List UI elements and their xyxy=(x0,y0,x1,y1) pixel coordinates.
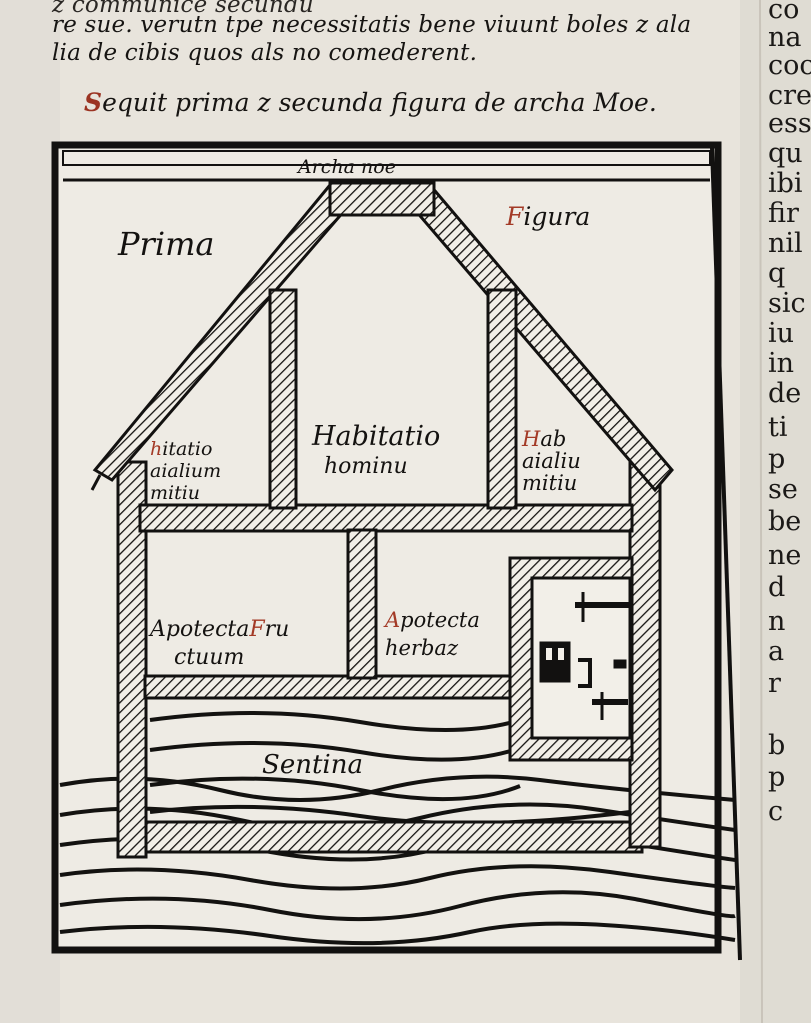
room-center-lower-line1: potecta xyxy=(400,608,480,632)
room-center-lower-initial: A xyxy=(385,608,401,632)
right-fragment: qu xyxy=(768,138,803,169)
right-fragment: ibi xyxy=(768,168,803,199)
room-right-upper-label: Hab aialiu mitiu xyxy=(522,428,581,494)
right-fragment: c xyxy=(768,796,784,827)
right-fragment: coc xyxy=(768,50,811,81)
room-left-upper-line1: itatio xyxy=(162,438,213,460)
right-fragment: d xyxy=(768,572,786,603)
right-fragment: nil xyxy=(768,228,803,259)
right-fragment: cre xyxy=(768,80,811,111)
prima-text: rima xyxy=(139,225,215,263)
room-right-upper-line1: ab xyxy=(540,427,567,451)
right-fragment: fir xyxy=(768,198,799,229)
post-upper-left xyxy=(268,288,298,510)
room-left-upper-line2: aialium xyxy=(150,460,222,482)
roof-ridge xyxy=(328,181,436,217)
post-upper-right xyxy=(486,288,518,510)
middle-floor-beam xyxy=(143,674,517,700)
sentina-label: Sentina xyxy=(262,752,363,778)
right-fragment: p xyxy=(768,762,786,793)
caption-initial: S xyxy=(84,88,103,117)
room-center-lower-line2: herbaz xyxy=(385,636,459,660)
right-fragment: sic xyxy=(768,288,806,319)
room-center-lower-label: Apotecta herbaz xyxy=(385,606,480,662)
room-right-upper-line3: mitiu xyxy=(522,471,578,495)
room-left-upper-label: hitatio aialium mitiu xyxy=(150,438,221,504)
room-left-upper-line3: mitiu xyxy=(150,482,201,504)
header-line-3: lia de cibis quos als no comederent. xyxy=(52,40,478,66)
right-fragment: a xyxy=(768,636,785,667)
right-fragment: be xyxy=(768,506,802,537)
room-center-upper-line1: abitatio xyxy=(335,421,441,452)
prima-initial: P xyxy=(118,225,140,263)
right-fragment: na xyxy=(768,22,802,53)
right-fragment: q xyxy=(768,258,786,289)
sentina-text: entina xyxy=(279,750,363,780)
right-fragment: esse xyxy=(768,108,811,139)
room-left-lower-initial: A xyxy=(150,617,166,642)
figura-label: Figura xyxy=(506,204,590,229)
prima-label: Prima xyxy=(118,228,214,260)
room-right-upper-line2: aialiu xyxy=(522,449,581,473)
right-fragment: in xyxy=(768,348,795,379)
ark-title-label: Archa noe xyxy=(298,156,396,178)
post-middle xyxy=(346,528,378,680)
room-center-upper-initial: H xyxy=(312,421,336,452)
header-line-1: z communice secundu xyxy=(52,0,314,18)
figura-text: igura xyxy=(523,202,591,231)
room-left-lower-line1b: ru xyxy=(264,617,290,642)
room-right-upper-initial: H xyxy=(522,427,541,451)
caption-text: equit prima z secunda figura de archa Mo… xyxy=(102,88,657,117)
right-fragment: ne xyxy=(768,540,802,571)
room-left-lower-line2: ctuum xyxy=(174,645,245,670)
right-fragment: se xyxy=(768,474,798,505)
right-fragment: r xyxy=(768,668,781,699)
room-center-upper-line2: hominu xyxy=(324,454,408,479)
room-center-upper-label: Habitatio hominu xyxy=(312,422,440,482)
ark-floor xyxy=(140,820,644,854)
right-fragment: iu xyxy=(768,318,795,349)
sentina-initial: S xyxy=(262,750,280,780)
right-fragment: de xyxy=(768,378,802,409)
right-fragment: p xyxy=(768,444,786,475)
right-fragment: n xyxy=(768,606,786,637)
right-wall xyxy=(628,460,662,849)
right-fragment: ti xyxy=(768,412,788,443)
upper-floor-beam xyxy=(138,503,634,533)
right-fragment: b xyxy=(768,730,786,761)
storeroom-objects xyxy=(539,592,630,720)
right-fragment: co xyxy=(768,0,800,25)
figura-initial: F xyxy=(506,202,524,231)
right-column-text: co na coc cre esse qu ibi fir nil q sic … xyxy=(768,0,811,1023)
header-line-2: re sue. verutn tpe necessitatis bene viu… xyxy=(52,12,692,38)
figure-caption: Sequit prima z secunda figura de archa M… xyxy=(84,88,657,117)
room-left-upper-initial: h xyxy=(150,438,163,460)
room-left-lower-line1: potecta xyxy=(165,617,250,642)
room-left-lower-label: ApotectaFru ctuum xyxy=(150,616,289,672)
room-left-lower-initial2: F xyxy=(249,617,265,642)
